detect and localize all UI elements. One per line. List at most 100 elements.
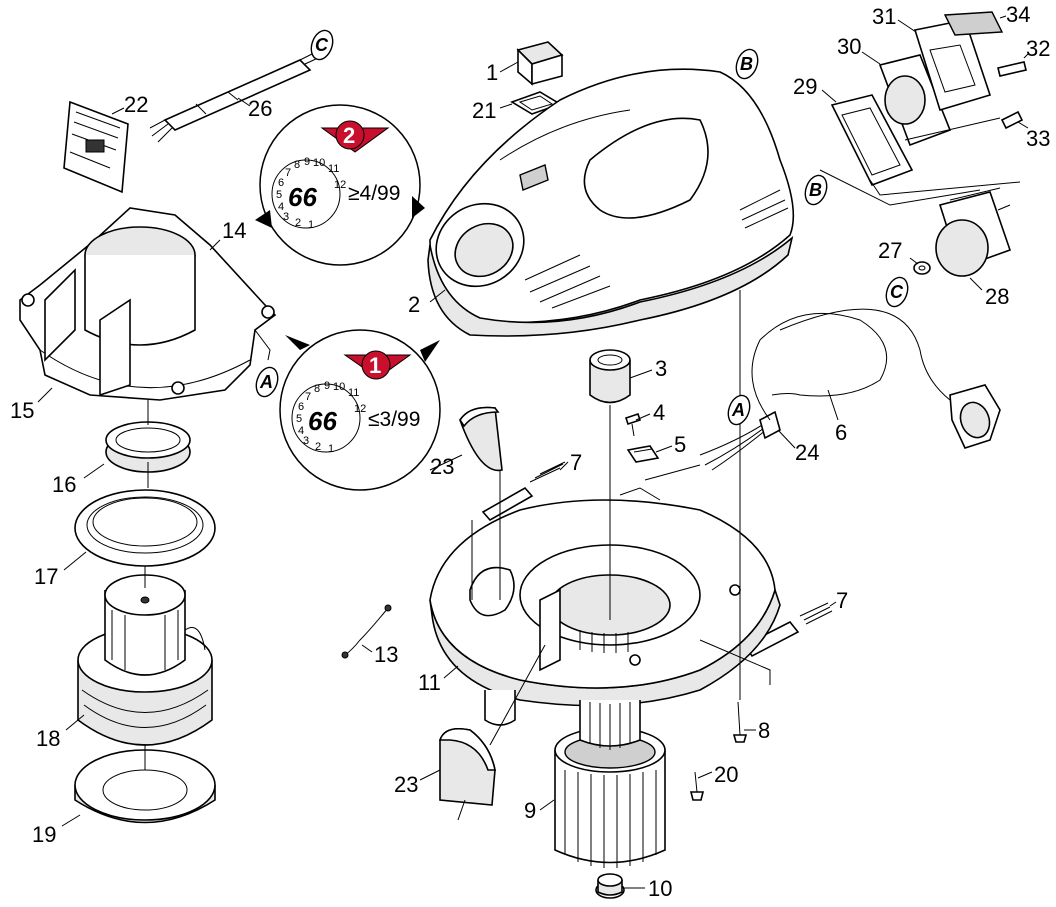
- svg-text:7: 7: [285, 167, 291, 179]
- part-label-19: 19: [32, 822, 56, 847]
- part-label-10: 10: [648, 876, 672, 901]
- part-labels: 1 2 3 4 5 6 7 7 8 9 10 11 13 14 15 16 17: [10, 2, 1050, 901]
- svg-text:8: 8: [314, 383, 320, 395]
- part-label-31: 31: [872, 4, 896, 29]
- svg-text:10: 10: [313, 157, 325, 169]
- part-label-23b: 23: [394, 772, 418, 797]
- part-label-21: 21: [472, 98, 496, 123]
- cable-part: [149, 51, 319, 143]
- bracket-29-part: [830, 94, 914, 187]
- part-label-34: 34: [1006, 2, 1030, 27]
- svg-text:1: 1: [328, 443, 334, 455]
- svg-text:9: 9: [304, 156, 310, 168]
- container-base-part: [429, 487, 781, 726]
- mount-30-part: [878, 54, 952, 147]
- part-label-28: 28: [985, 284, 1009, 309]
- part-label-33: 33: [1026, 126, 1050, 151]
- part-label-16: 16: [52, 472, 76, 497]
- svg-text:3: 3: [303, 435, 309, 447]
- svg-text:C: C: [315, 35, 329, 55]
- motor-part: [77, 574, 213, 746]
- part-label-2: 2: [408, 292, 420, 317]
- part-label-8: 8: [758, 718, 770, 743]
- part-label-17: 17: [34, 564, 58, 589]
- part-label-6: 6: [835, 420, 847, 445]
- pad-34-part: [943, 11, 1004, 36]
- ref-letter-a-right: A: [727, 394, 751, 426]
- part-label-30: 30: [837, 34, 861, 59]
- part-label-32: 32: [1026, 36, 1050, 61]
- part-label-1: 1: [486, 60, 498, 85]
- svg-text:9: 9: [324, 380, 330, 392]
- part-label-4: 4: [653, 400, 665, 425]
- part-label-23a: 23: [430, 454, 454, 479]
- callout-2-code: 66: [288, 182, 317, 212]
- version-callout-2: 2 7 8 9 10 11 12 6 5 4 3 2 1 66 ≥4/99: [255, 104, 425, 266]
- svg-text:6: 6: [298, 401, 304, 413]
- screw-33-part: [1000, 110, 1024, 130]
- screw-32-part: [997, 61, 1027, 77]
- screw-part: [624, 412, 642, 437]
- svg-text:C: C: [890, 282, 904, 302]
- switch-part: [516, 41, 564, 86]
- svg-text:10: 10: [333, 381, 345, 393]
- svg-text:6: 6: [278, 177, 284, 189]
- callout-2-step: 2: [343, 123, 355, 148]
- svg-text:12: 12: [354, 403, 366, 415]
- part-label-26: 26: [248, 96, 272, 121]
- svg-text:11: 11: [328, 163, 339, 175]
- svg-text:B: B: [809, 180, 822, 200]
- ref-letter-c-right: C: [885, 276, 909, 308]
- wedge-lower-part: [438, 727, 496, 806]
- motor-28-part: [935, 187, 1012, 277]
- svg-text:8: 8: [294, 159, 300, 171]
- part-label-3: 3: [655, 356, 667, 381]
- power-cord-part: [751, 308, 1001, 449]
- svg-text:A: A: [259, 372, 273, 392]
- svg-text:4: 4: [278, 201, 284, 213]
- svg-text:3: 3: [283, 211, 289, 223]
- callout-1-code: 66: [308, 406, 337, 436]
- part-label-7a: 7: [570, 450, 582, 475]
- callout-2-condition: ≥4/99: [348, 182, 400, 205]
- seal-ring-part: [105, 421, 191, 473]
- part-label-9: 9: [524, 798, 536, 823]
- svg-text:5: 5: [276, 189, 282, 201]
- part-label-18: 18: [36, 726, 60, 751]
- ref-letter-b-right: B: [804, 174, 828, 206]
- top-housing-part: [427, 68, 795, 337]
- part-label-7b: 7: [836, 588, 848, 613]
- svg-text:1: 1: [308, 219, 314, 231]
- screw-20-part: [689, 771, 705, 801]
- svg-text:A: A: [731, 400, 745, 420]
- svg-text:12: 12: [334, 179, 346, 191]
- filter-cap-part: [589, 349, 631, 404]
- ref-letter-c-top: C: [310, 29, 334, 61]
- clamp-part: [626, 445, 660, 463]
- part-label-11: 11: [418, 670, 441, 695]
- svg-text:11: 11: [348, 387, 359, 399]
- plate-31-part: [913, 19, 992, 111]
- circuit-board-part: [63, 100, 129, 194]
- screw-8-part: [732, 701, 748, 743]
- svg-text:7: 7: [305, 391, 311, 403]
- wire-part: [341, 604, 392, 659]
- svg-text:B: B: [740, 54, 753, 74]
- wedge-upper-part: [459, 406, 503, 472]
- svg-text:4: 4: [298, 425, 304, 437]
- strip-upper-part: [481, 461, 566, 522]
- callout-1-step: 1: [369, 353, 381, 378]
- filter-knob-part: [595, 873, 625, 899]
- cartridge-filter-part: [554, 700, 666, 868]
- version-callout-1: 1 7 8 9 10 11 12 6 5 4 3 2 1 66 ≤3/99: [279, 329, 441, 491]
- svg-text:2: 2: [295, 217, 301, 229]
- svg-text:2: 2: [315, 441, 321, 453]
- part-label-14: 14: [222, 218, 246, 243]
- part-label-22: 22: [124, 92, 148, 117]
- part-label-13: 13: [374, 642, 398, 667]
- part-label-27: 27: [878, 238, 902, 263]
- part-label-5: 5: [674, 432, 686, 457]
- part-label-20: 20: [714, 762, 738, 787]
- part-label-29: 29: [793, 74, 817, 99]
